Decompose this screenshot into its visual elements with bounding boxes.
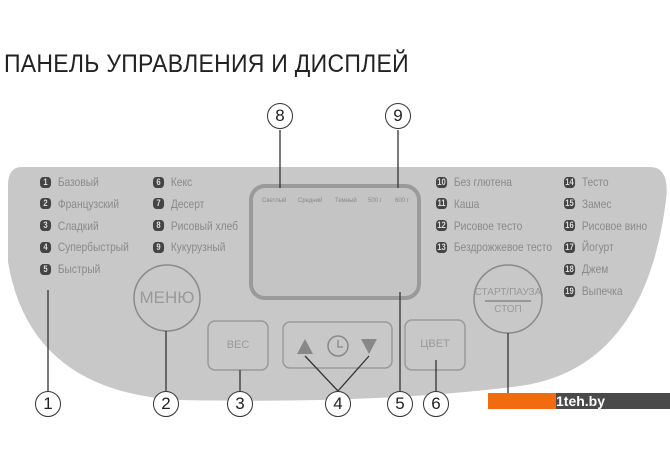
watermark-orange — [488, 393, 558, 409]
program-label: Каша — [453, 196, 480, 211]
up-arrow-icon — [297, 339, 313, 354]
program-number-badge: 1 — [40, 176, 52, 188]
program-item: 4 Супербыстрый — [40, 240, 129, 254]
program-label: Французский — [57, 196, 120, 211]
program-number-badge: 19 — [564, 285, 576, 297]
program-label: Рисовый хлеб — [170, 218, 238, 233]
program-label: Бездрожжевое тесто — [453, 240, 552, 255]
program-label: Джем — [581, 262, 609, 277]
program-number-badge: 15 — [564, 198, 576, 210]
program-number-badge: 10 — [436, 176, 448, 188]
clock-icon — [327, 335, 349, 357]
program-label: Выпечка — [581, 284, 623, 298]
program-number-badge: 17 — [564, 241, 576, 253]
program-number-badge: 16 — [564, 220, 576, 232]
program-item: 7 Десерт — [153, 197, 204, 211]
program-number-badge: 11 — [436, 198, 448, 210]
program-number-badge: 6 — [153, 176, 165, 188]
stop-button[interactable]: СТОП — [494, 304, 522, 315]
program-number-badge: 5 — [40, 263, 52, 275]
display-label-light: Светлый — [262, 198, 287, 204]
program-item: 11 Каша — [436, 197, 479, 211]
weight-button-shape — [207, 320, 269, 371]
weight-button[interactable]: ВЕС — [226, 339, 250, 351]
program-label: Рисовое тесто — [453, 218, 523, 233]
program-item: 19 Выпечка — [564, 284, 623, 298]
page-title: ПАНЕЛЬ УПРАВЛЕНИЯ И ДИСПЛЕЙ — [4, 50, 409, 78]
program-number-badge: 2 — [40, 198, 52, 210]
program-label: Кукурузный — [170, 240, 226, 255]
program-item: 15 Замес — [564, 197, 611, 211]
callout-5: 5 — [387, 391, 413, 417]
program-number-badge: 12 — [436, 220, 448, 232]
callout-4: 4 — [325, 391, 351, 417]
color-button[interactable]: ЦВЕТ — [420, 338, 450, 350]
program-label: Йогурт — [581, 240, 614, 255]
program-item: 1 Базовый — [40, 175, 99, 189]
callout-6: 6 — [423, 391, 449, 417]
program-label: Супербыстрый — [57, 240, 129, 255]
callout-1: 1 — [35, 391, 61, 417]
program-item: 17 Йогурт — [564, 240, 614, 254]
start-button-shape — [473, 264, 543, 334]
display-screen — [249, 184, 421, 300]
display-label-600g: 600 г — [395, 198, 409, 204]
program-number-badge: 13 — [436, 241, 448, 253]
program-item: 6 Кекс — [153, 175, 192, 189]
arrows-box — [282, 321, 393, 369]
program-label: Кекс — [170, 175, 193, 189]
program-number-badge: 8 — [153, 220, 165, 232]
program-label: Рисовое вино — [581, 218, 648, 233]
program-number-badge: 18 — [564, 263, 576, 275]
program-number-badge: 4 — [40, 241, 52, 253]
program-number-badge: 14 — [564, 176, 576, 188]
program-label: Сладкий — [57, 218, 99, 233]
callout-9: 9 — [385, 103, 411, 129]
program-number-badge: 3 — [40, 220, 52, 232]
program-label: Замес — [581, 196, 612, 211]
program-label: Базовый — [57, 175, 99, 189]
display-label-medium: Средний — [298, 198, 323, 204]
program-item: 2 Французский — [40, 197, 119, 211]
program-item: 8 Рисовый хлеб — [153, 219, 238, 233]
program-number-badge: 9 — [153, 241, 165, 253]
program-label: Быстрый — [57, 262, 101, 277]
program-label: Тесто — [581, 175, 609, 189]
program-item: 12 Рисовое тесто — [436, 219, 522, 233]
program-item: 3 Сладкий — [40, 219, 99, 233]
menu-button[interactable]: МЕНЮ — [139, 288, 195, 307]
program-item: 14 Тесто — [564, 175, 609, 189]
display-label-500g: 500 г — [368, 198, 382, 204]
callout-2: 2 — [153, 391, 179, 417]
callout-3: 3 — [227, 391, 253, 417]
callout-lines — [47, 130, 509, 395]
callout-8: 8 — [267, 103, 293, 129]
program-item: 9 Кукурузный — [153, 240, 225, 254]
color-button-shape — [404, 319, 466, 371]
program-label: Десерт — [170, 196, 205, 211]
program-item: 13 Бездрожжевое тесто — [436, 240, 552, 254]
program-label: Без глютена — [453, 175, 512, 189]
program-item: 16 Рисовое вино — [564, 219, 647, 233]
program-number-badge: 7 — [153, 198, 165, 210]
program-item: 18 Джем — [564, 262, 608, 276]
menu-button-shape — [133, 264, 201, 332]
watermark: 1teh.by — [556, 393, 670, 409]
down-arrow-icon — [361, 339, 377, 354]
start-pause-button[interactable]: СТАРТ/ПАУЗА — [474, 287, 542, 298]
program-item: 10 Без глютена — [436, 175, 512, 189]
program-item: 5 Быстрый — [40, 262, 100, 276]
display-label-dark: Темный — [335, 198, 357, 204]
